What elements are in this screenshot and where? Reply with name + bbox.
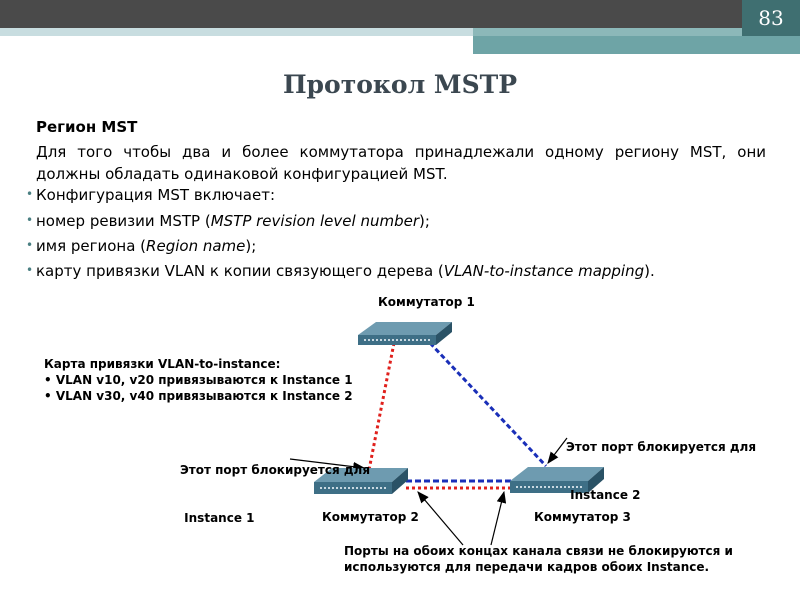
subheading: Регион MST bbox=[36, 118, 137, 136]
switch-1-label: Коммутатор 1 bbox=[378, 294, 475, 310]
link-switch1-switch2-instance1 bbox=[369, 343, 394, 470]
arrow-blocked-instance2 bbox=[548, 438, 567, 463]
link-switch1-switch3-instance2 bbox=[430, 343, 546, 466]
bullet-dot-icon: • bbox=[26, 238, 36, 252]
intro-paragraph: Для того чтобы два и более коммутатора п… bbox=[36, 141, 766, 185]
bullet-dot-icon: • bbox=[26, 263, 36, 277]
slide-title: Протокол MSTP bbox=[0, 70, 800, 99]
page-number: 83 bbox=[742, 0, 800, 36]
bullet-dot-icon: • bbox=[26, 187, 36, 201]
arrow-bottom-right bbox=[491, 492, 504, 545]
blocked-port-note-instance1: Этот порт блокируется для Instance 1 bbox=[180, 430, 370, 542]
top-bar bbox=[0, 0, 800, 28]
bullet-item: •имя региона (Region name); bbox=[26, 237, 256, 255]
bullet-item: •номер ревизии MSTP (MSTP revision level… bbox=[26, 212, 430, 230]
bullet-item: •карту привязки VLAN к копии связующего … bbox=[26, 262, 655, 280]
vlan-mapping-legend: Карта привязки VLAN-to-instance: • VLAN … bbox=[44, 356, 353, 404]
switch-1-icon bbox=[358, 322, 452, 345]
header-stripe bbox=[0, 28, 473, 36]
bottom-note: Порты на обоих концах канала связи не бл… bbox=[344, 543, 733, 575]
arrow-bottom-left bbox=[418, 492, 463, 545]
bullet-item: •Конфигурация MST включает: bbox=[26, 186, 275, 204]
bullet-dot-icon: • bbox=[26, 213, 36, 227]
header-stripe-accent-lower bbox=[473, 36, 800, 54]
blocked-port-note-instance2: Этот порт блокируется для Instance 2 bbox=[566, 407, 756, 519]
